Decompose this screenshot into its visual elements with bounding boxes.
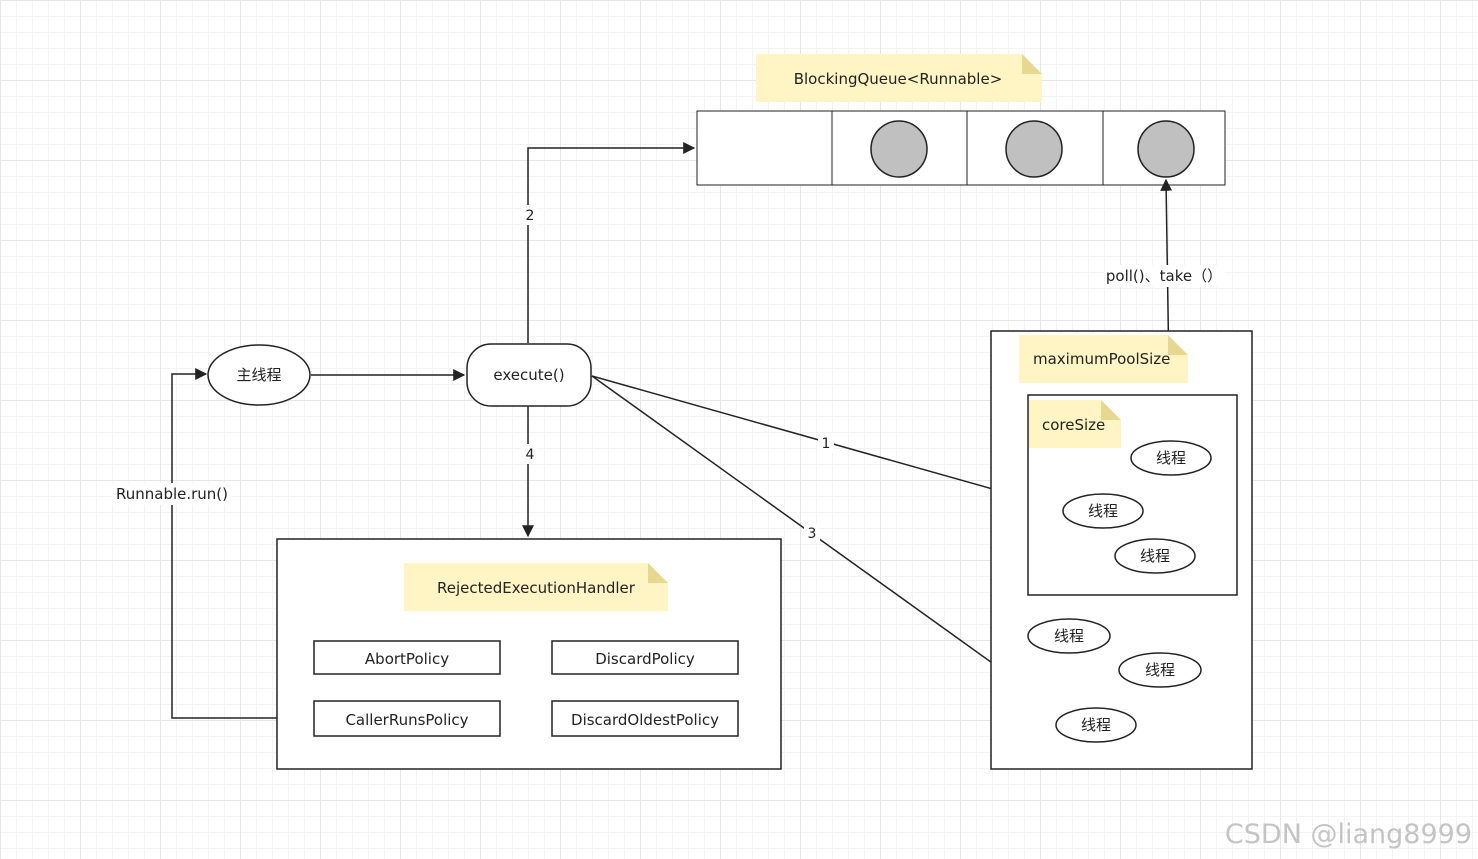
policy-caller-runs: CallerRunsPolicy — [313, 700, 501, 737]
policy-abort: AbortPolicy — [313, 640, 501, 675]
edge-label-reject: 4 — [526, 447, 535, 463]
thread-label: 线程 — [1145, 661, 1175, 679]
edge-execute-to-queue — [527, 142, 696, 343]
queue-note-label: BlockingQueue<Runnable> — [794, 70, 1003, 88]
thread-node: 线程 — [1055, 707, 1137, 743]
policy-discard-label: DiscardPolicy — [595, 650, 695, 668]
maximum-pool-note-label: maximumPoolSize — [1033, 350, 1170, 368]
edge-label-max: 3 — [808, 526, 817, 542]
core-pool-note: coreSize — [1029, 400, 1121, 448]
edge-label-fetch: poll()、take（） — [1106, 267, 1222, 285]
edge-label-callback: Runnable.run() — [116, 485, 228, 503]
maximum-pool-note: maximumPoolSize — [1019, 335, 1188, 383]
queued-task — [1005, 120, 1063, 178]
thread-label: 线程 — [1156, 449, 1186, 467]
reject-handler-note: RejectedExecutionHandler — [404, 563, 668, 611]
policy-discard-oldest: DiscardOldestPolicy — [551, 700, 739, 737]
thread-node: 线程 — [1027, 618, 1111, 654]
queued-task — [1137, 120, 1195, 178]
queued-task — [870, 120, 928, 178]
policy-abort-label: AbortPolicy — [365, 650, 449, 668]
queue-note: BlockingQueue<Runnable> — [756, 54, 1042, 102]
thread-node: 线程 — [1130, 440, 1212, 476]
execute-node: execute() — [466, 343, 592, 407]
core-pool-note-label: coreSize — [1042, 416, 1105, 434]
thread-node: 线程 — [1118, 652, 1202, 688]
edge-callerruns-to-main — [171, 368, 313, 719]
policy-caller-runs-label: CallerRunsPolicy — [345, 711, 468, 729]
blocking-queue — [696, 110, 1226, 186]
thread-label: 线程 — [1088, 502, 1118, 520]
thread-node: 线程 — [1062, 493, 1144, 529]
main-thread-label: 主线程 — [236, 366, 281, 384]
policy-discard: DiscardPolicy — [551, 640, 739, 675]
execute-label: execute() — [493, 366, 564, 384]
thread-node: 线程 — [1114, 538, 1196, 574]
edge-execute-to-max — [591, 375, 1056, 709]
thread-label: 线程 — [1140, 547, 1170, 565]
watermark: CSDN @liang8999 — [1225, 819, 1472, 850]
thread-label: 线程 — [1054, 627, 1084, 645]
thread-label: 线程 — [1081, 716, 1111, 734]
main-thread-node: 主线程 — [207, 344, 311, 406]
edge-label-queue: 2 — [526, 208, 535, 224]
edge-label-core: 1 — [822, 436, 831, 452]
policy-discard-oldest-label: DiscardOldestPolicy — [571, 711, 719, 729]
reject-handler-note-label: RejectedExecutionHandler — [437, 579, 636, 597]
